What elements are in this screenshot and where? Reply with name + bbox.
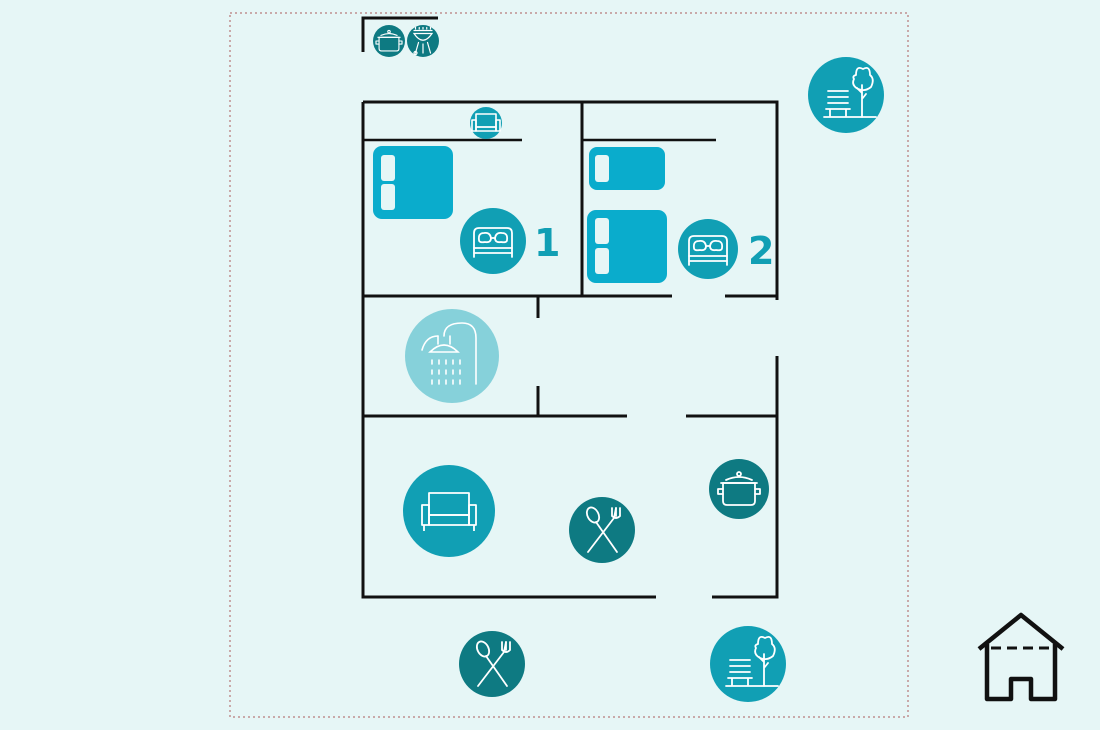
bedroom-2-number: 2	[748, 229, 775, 273]
outdoor-kitchen-bracket	[361, 16, 438, 52]
bedroom-2-single-bed	[589, 147, 665, 190]
shower-icon	[405, 309, 499, 403]
double-bed-icon	[678, 219, 738, 279]
cutlery-icon	[569, 497, 635, 563]
bedroom-1-bed	[373, 146, 453, 219]
cutlery-icon	[459, 631, 525, 697]
cooking-pot-icon	[709, 459, 769, 519]
cooking-pot-icon	[373, 25, 405, 57]
double-bed-icon	[460, 208, 526, 274]
house-icon	[977, 612, 1065, 702]
property-boundary	[229, 12, 909, 718]
garden-bench-tree-icon	[808, 57, 884, 133]
bedroom-1-number: 1	[534, 221, 561, 265]
walls	[361, 100, 779, 599]
garden-bench-tree-icon	[710, 626, 786, 702]
armchair-icon	[470, 107, 502, 139]
barbecue-grill-icon	[407, 25, 439, 57]
bedroom-2-double-bed	[587, 210, 667, 283]
sofa-icon	[403, 465, 495, 557]
